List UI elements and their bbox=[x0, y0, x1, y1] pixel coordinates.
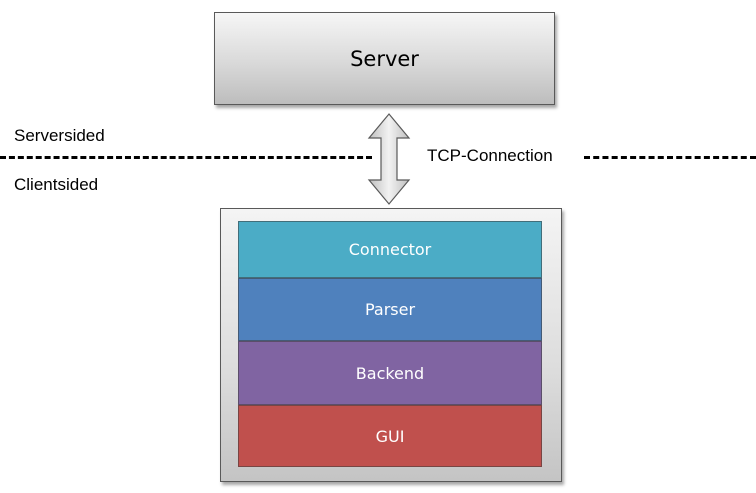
server-client-divider-left bbox=[0, 156, 372, 159]
backend-layer: Backend bbox=[238, 341, 542, 405]
backend-layer-label: Backend bbox=[355, 363, 425, 383]
serverside-label: Serversided bbox=[14, 126, 105, 145]
server-client-divider-right bbox=[584, 156, 756, 159]
parser-layer-label: Parser bbox=[364, 300, 416, 319]
server-label: Server bbox=[350, 46, 419, 71]
clientside-label: Clientsided bbox=[14, 175, 99, 194]
connector-layer: Connector bbox=[238, 221, 542, 278]
gui-layer-label: GUI bbox=[375, 426, 405, 446]
tcp-connection-label: TCP-Connection bbox=[425, 146, 555, 166]
server-box: Server bbox=[214, 12, 555, 105]
tcp-connection-arrow-icon bbox=[367, 113, 411, 205]
gui-layer: GUI bbox=[238, 405, 542, 467]
connector-layer-label: Connector bbox=[348, 240, 432, 259]
parser-layer: Parser bbox=[238, 278, 542, 341]
